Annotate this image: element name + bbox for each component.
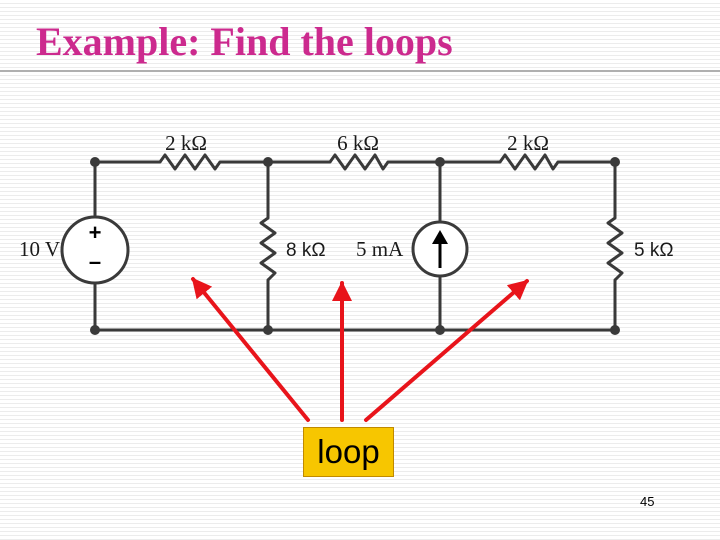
voltage-source-symbol (60, 215, 130, 285)
slide-title: Example: Find the loops (36, 19, 453, 64)
voltage-source-plus: + (89, 220, 102, 245)
node-dot (263, 157, 273, 167)
label-voltage-source: 10 V (19, 237, 60, 261)
current-source-arrow-head (432, 230, 448, 244)
node-dot (435, 325, 445, 335)
label-r-top-left: 2 kΩ (165, 131, 207, 155)
circuit-wires (93, 160, 617, 332)
label-r-top-right: 2 kΩ (507, 131, 549, 155)
resistor-top-right (498, 153, 560, 171)
loop-callout-box: loop (303, 427, 394, 477)
node-dot (435, 157, 445, 167)
node-dot (90, 325, 100, 335)
label-r-top-middle: 6 kΩ (337, 131, 379, 155)
page-number: 45 (640, 494, 655, 509)
label-r-shunt-middle: 8 kΩ (286, 240, 326, 261)
voltage-source-minus: – (89, 249, 101, 274)
loop-callout-label: loop (317, 433, 380, 470)
title-divider (0, 70, 720, 72)
arrow-to-left-loop (191, 277, 310, 422)
node-dot (610, 325, 620, 335)
arrow-to-right-loop (364, 279, 529, 422)
node-dot (263, 325, 273, 335)
node-dot (610, 157, 620, 167)
circuit-nodes (90, 157, 620, 335)
resistor-shunt-middle (259, 216, 277, 282)
resistor-top-middle (328, 153, 390, 171)
resistor-top-left (158, 153, 222, 171)
label-current-source: 5 mA (356, 237, 404, 261)
resistor-shunt-right (606, 216, 624, 282)
label-r-shunt-right: 5 kΩ (634, 240, 674, 261)
node-dot (90, 157, 100, 167)
